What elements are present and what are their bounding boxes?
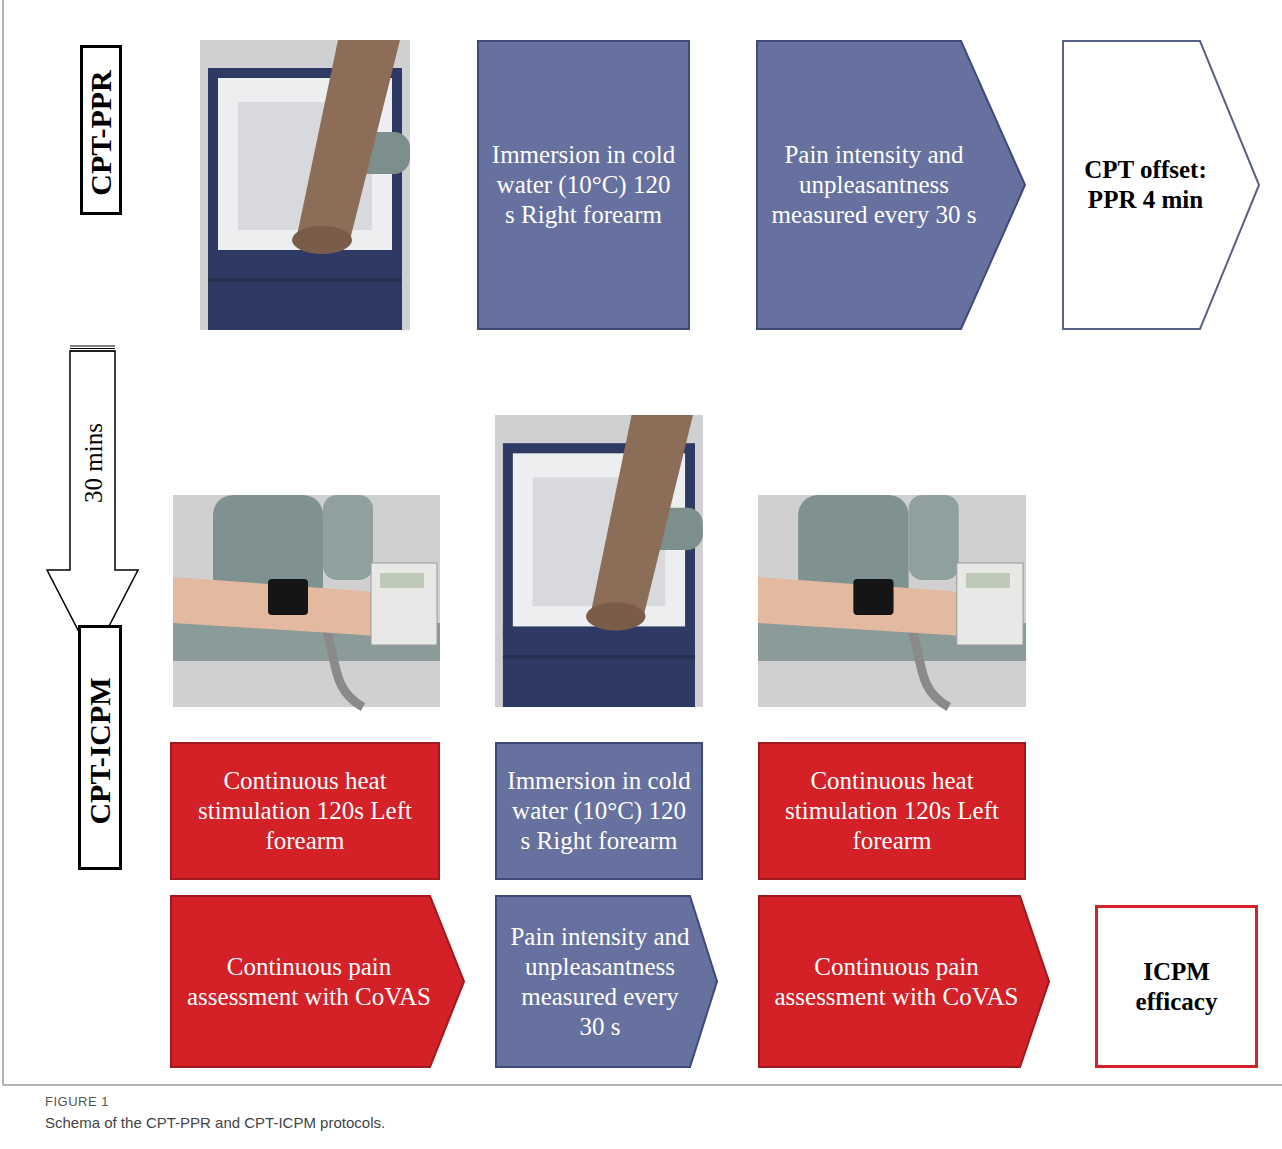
text-area: Continuous heat stimulation 120s Left fo… [760,744,1024,878]
protocol-label: CPT-PPR [80,45,122,215]
chevron-box: Pain intensity and unpleasantness measur… [495,895,718,1068]
hollow-arrow [47,351,138,658]
chevron-shape [757,41,1025,329]
text-area: Pain intensity and unpleasantness measur… [497,897,703,1066]
shape-outline [170,895,465,1068]
protocol-name: CPT-ICPM [85,677,115,824]
arrow-grip [70,351,115,352]
box-text: Continuous pain assessment with CoVAS [182,952,436,1012]
chevron-box: CPT offset: PPR 4 min [1062,40,1260,330]
chevron-shape [759,896,1049,1067]
chevron-box: Continuous pain assessment with CoVAS [170,895,465,1068]
protocol-label: CPT-ICPM [78,625,122,870]
text-area: CPT offset: PPR 4 min [1064,42,1227,328]
heat-stimulation-photo [173,495,440,707]
box-text: ICPM efficacy [1108,957,1245,1017]
box-text: Continuous pain assessment with CoVAS [770,952,1023,1012]
process-box: ICPM efficacy [1095,905,1258,1068]
chevron-shape [1063,41,1259,329]
figure-number: FIGURE 1 [45,1094,109,1109]
arrow-grip [70,348,115,349]
protocol-name: CPT-PPR [86,70,116,196]
box-text: Continuous heat stimulation 120s Left fo… [182,766,428,856]
process-box: Immersion in cold water (10°C) 120 s Rig… [495,742,703,880]
box-text: Continuous heat stimulation 120s Left fo… [770,766,1014,856]
text-area: Immersion in cold water (10°C) 120 s Rig… [479,42,688,328]
chevron-shape [171,896,464,1067]
figure-caption: Schema of the CPT-PPR and CPT-ICPM proto… [45,1114,385,1131]
text-area: Continuous heat stimulation 120s Left fo… [172,744,438,878]
arrow-grip [70,346,115,347]
frame-line [3,1084,1282,1086]
interval-arrow: 30 mins [45,345,140,660]
text-area: ICPM efficacy [1098,908,1255,1065]
text-area: Pain intensity and unpleasantness measur… [758,42,990,328]
shape-outline [758,895,1050,1068]
box-text: Pain intensity and unpleasantness measur… [507,922,693,1042]
text-area: Continuous pain assessment with CoVAS [760,897,1033,1066]
text-area: Continuous pain assessment with CoVAS [172,897,446,1066]
process-box: Immersion in cold water (10°C) 120 s Rig… [477,40,690,330]
box-text: Immersion in cold water (10°C) 120 s Rig… [489,140,678,230]
process-box: Continuous heat stimulation 120s Left fo… [170,742,440,880]
shape-outline [1062,40,1260,330]
box-text: Pain intensity and unpleasantness measur… [768,140,980,230]
box-text: CPT offset: PPR 4 min [1074,155,1217,215]
text-area: Immersion in cold water (10°C) 120 s Rig… [497,744,701,878]
interval-text: 30 mins [80,423,105,503]
frame-line [2,0,4,1085]
chevron-box: Continuous pain assessment with CoVAS [758,895,1050,1068]
cold-pressor-photo [495,415,703,707]
chevron-box: Pain intensity and unpleasantness measur… [756,40,1026,330]
cold-pressor-photo [200,40,410,330]
box-text: Immersion in cold water (10°C) 120 s Rig… [507,766,691,856]
chevron-shape [496,896,717,1067]
shape-outline [495,895,718,1068]
process-box: Continuous heat stimulation 120s Left fo… [758,742,1026,880]
heat-stimulation-photo [758,495,1026,707]
